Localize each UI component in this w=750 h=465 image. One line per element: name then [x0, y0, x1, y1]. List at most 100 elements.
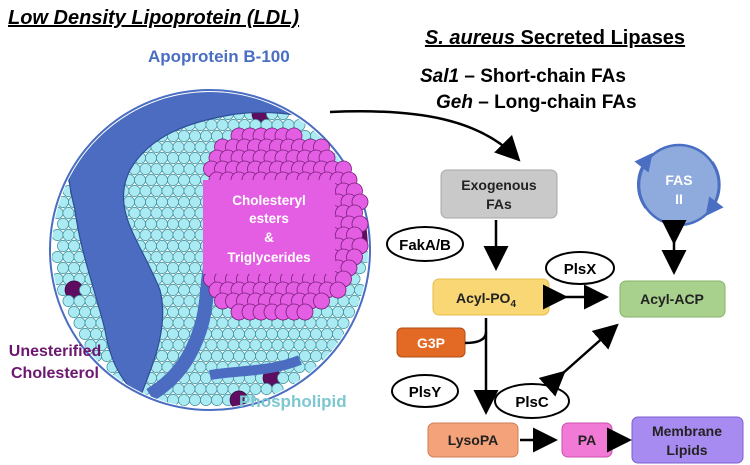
geh-desc: – Long-chain FAs [473, 92, 637, 113]
phospholipid-bead [123, 196, 135, 208]
phospholipid-bead [167, 196, 179, 208]
fas-label-line2: II [675, 191, 683, 207]
fas-cycle-arrow-right [705, 161, 724, 217]
phospholipid-bead [205, 119, 218, 131]
exogenous-label-line2: FAs [486, 196, 512, 212]
plsc-label: PlsC [515, 394, 549, 411]
phospholipid-bead [134, 218, 146, 230]
phospholipid-bead [145, 218, 157, 230]
phospholipid-bead [84, 317, 97, 329]
phospholipid-bead [189, 262, 201, 274]
phospholipid-bead [150, 207, 163, 219]
phospholipid-bead [57, 218, 69, 230]
phospholipid-bead [161, 207, 174, 219]
phospholipid-bead [183, 273, 196, 285]
g3p-join-curve [464, 331, 488, 345]
phospholipid-bead [216, 383, 229, 395]
phospholipid-bead [172, 141, 185, 153]
phospholipid-bead [260, 339, 273, 351]
phospholipid-bead [216, 119, 229, 131]
membrane-label-line1: Membrane [652, 423, 722, 439]
phospholipid-bead [183, 295, 196, 307]
phospholipid-bead [178, 196, 190, 208]
phospholipid-bead [156, 196, 168, 208]
apoprotein-label: Apoprotein B-100 [148, 47, 290, 66]
core-lipid-dot [329, 281, 347, 299]
phospholipid-bead [52, 229, 64, 241]
phospholipid-bead [244, 350, 256, 362]
acyl-acp-label: Acyl-ACP [640, 291, 704, 307]
phospholipid-bead [139, 185, 152, 197]
exogenous-fas-box [440, 169, 558, 219]
phospholipid-bead [293, 339, 306, 351]
phospholipid-bead [73, 295, 86, 307]
phospholipid-bead [139, 207, 152, 219]
phospholipid-bead [161, 273, 174, 285]
phospholipid-bead [337, 317, 350, 329]
phospholipid-bead [277, 328, 289, 340]
phospholipid-bead [57, 262, 69, 274]
phospholipid-bead [150, 251, 163, 263]
phospholipid-bead [57, 240, 69, 252]
plsx-enzyme [545, 251, 615, 285]
phospholipid-bead [178, 152, 190, 164]
phospholipid-bead [156, 350, 168, 362]
exogenous-label-line1: Exogenous [461, 177, 537, 193]
phospholipid-bead [172, 207, 185, 219]
geh-line: Geh – Long-chain FAs [436, 92, 637, 113]
phospholipid-bead [161, 339, 174, 351]
phospholipid-bead [183, 251, 196, 263]
phospholipid-bead [68, 240, 80, 252]
phospholipid-bead [167, 240, 179, 252]
phospholipid-bead [172, 295, 185, 307]
plsc-acylacp-arrow [538, 323, 619, 397]
phospholipid-bead [178, 218, 190, 230]
core-label-line2: esters [249, 211, 289, 226]
phospholipid-bead [205, 383, 218, 395]
phospholipid-bead [167, 218, 179, 230]
phospholipid-bead [189, 284, 201, 296]
phospholipid-bead [211, 394, 223, 406]
phospholipid-bead [172, 229, 185, 241]
phospholipid-bead [189, 174, 201, 186]
phospholipid-bead [161, 317, 174, 329]
phospholipid-bead [172, 273, 185, 285]
pa-label: PA [578, 432, 596, 448]
phospholipid-bead [315, 317, 328, 329]
phospholipid-bead [233, 328, 245, 340]
phospholipid-bead [134, 196, 146, 208]
phospholipid-bead [73, 317, 86, 329]
phospholipid-bead [68, 306, 80, 318]
phospholipid-bead [304, 339, 317, 351]
phospholipid-bead [211, 328, 223, 340]
phospholipid-bead [271, 339, 284, 351]
phospholipid-bead [79, 328, 91, 340]
phospholipid-bead [178, 262, 190, 274]
phospholipid-bead [315, 339, 328, 351]
phospholipid-bead [183, 383, 196, 395]
phospholipid-bead [156, 174, 168, 186]
membrane-label-line2: Lipids [666, 442, 707, 458]
sal1-line: Sal1 – Short-chain FAs [420, 66, 626, 87]
phospholipid-bead [178, 284, 190, 296]
phospholipid-bead [183, 141, 196, 153]
phospholipid-bead [321, 328, 333, 340]
phospholipid-bead [178, 130, 190, 142]
phospholipid-bead [139, 163, 152, 175]
phospholipid-bead [145, 196, 157, 208]
acyl-acp-box [619, 280, 726, 318]
core-label-line1: Cholesteryl [232, 193, 306, 208]
phospholipid-bead [194, 361, 207, 373]
phospholipid-bead [189, 152, 201, 164]
phospholipid-bead [172, 185, 185, 197]
phospholipid-bead [167, 174, 179, 186]
phospholipid-bead [145, 152, 157, 164]
phospholipid-bead [150, 185, 163, 197]
core-label-box [203, 180, 335, 274]
phospholipid-bead [79, 284, 91, 296]
fas-label-line1: FAS [665, 172, 692, 188]
phospholipid-bead [233, 350, 245, 362]
phospholipid-bead [282, 339, 295, 351]
phospholipid-bead [183, 317, 196, 329]
